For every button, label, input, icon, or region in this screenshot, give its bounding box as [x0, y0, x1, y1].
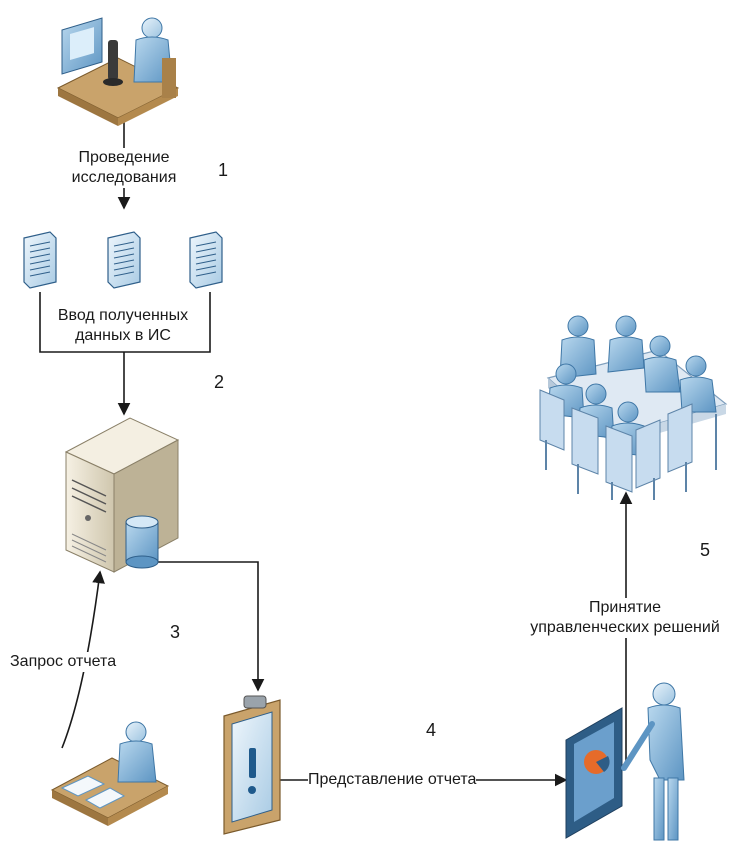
connector-documents-bracket	[39, 292, 211, 353]
step5-label: Принятие управленческих решений	[500, 598, 750, 638]
step4-number: 4	[426, 720, 437, 740]
clipboard-report-icon	[223, 695, 281, 835]
connector-request-to-server	[61, 570, 105, 749]
step4-label: Представление отчета	[308, 770, 477, 790]
researcher-microscope-icon	[56, 17, 180, 126]
document-icon	[23, 231, 223, 289]
step1-number: 1	[218, 160, 229, 180]
step3-number: 3	[170, 622, 181, 642]
step3-label: Запрос отчета	[10, 652, 117, 672]
step2-number: 2	[214, 372, 225, 392]
presenter-board-icon	[565, 682, 685, 841]
step2-label: Ввод полученных данных в ИС	[57, 306, 189, 344]
step5-number: 5	[700, 540, 711, 560]
meeting-table-icon	[539, 315, 728, 500]
clerk-desk-icon	[50, 721, 170, 826]
step1-label: Проведение исследования	[58, 148, 190, 188]
server-database-icon	[64, 417, 180, 573]
connector-server-to-report	[150, 561, 265, 692]
